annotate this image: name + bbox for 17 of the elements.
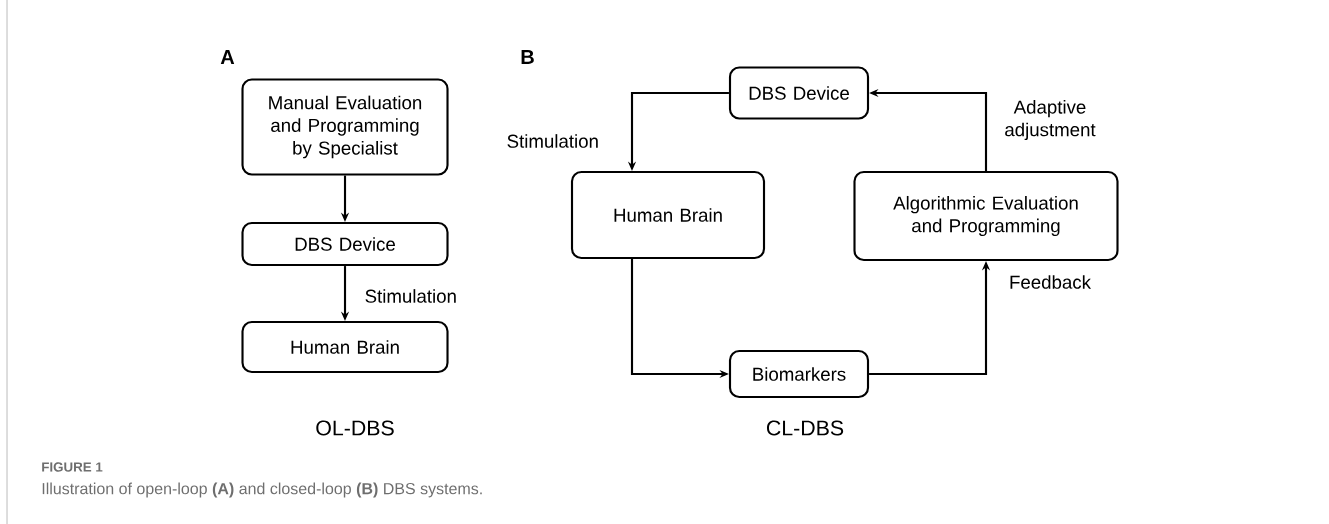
process-box: Algorithmic Evaluation and Programming bbox=[853, 170, 1119, 262]
process-box: DBS Device bbox=[241, 221, 449, 267]
caption: Illustration of open-loop (A) and closed-loop (B) DBS systems. bbox=[42, 482, 482, 498]
figure-number: FIGURE 1 bbox=[42, 462, 103, 472]
process-box: Human Brain bbox=[570, 170, 766, 260]
process-box: DBS Device bbox=[728, 66, 870, 120]
letter: A bbox=[220, 50, 235, 64]
edge-label: Stimulation bbox=[505, 132, 601, 150]
letter: B bbox=[521, 50, 534, 64]
edge-label: Adaptive adjustment bbox=[988, 98, 1112, 142]
panel-label: CL-DBS bbox=[766, 420, 844, 436]
edge-label: Stimulation bbox=[363, 287, 459, 305]
process-box: Biomarkers bbox=[728, 349, 870, 399]
edge-label: Feedback bbox=[1007, 273, 1093, 291]
process-box: Manual Evaluation and Programming by Specialist bbox=[241, 78, 449, 176]
process-box: Human Brain bbox=[241, 320, 449, 374]
panel-label: OL-DBS bbox=[316, 420, 394, 436]
